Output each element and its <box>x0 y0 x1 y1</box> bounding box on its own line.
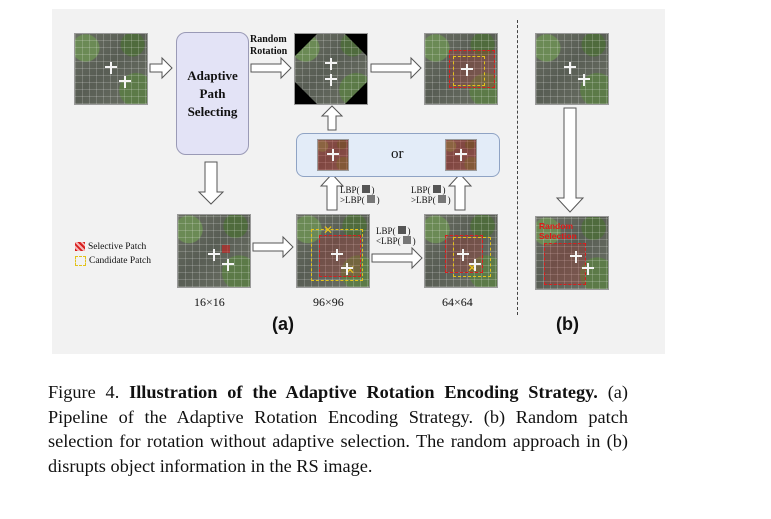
b-random-image: Random Selection <box>535 216 609 290</box>
input-image <box>74 33 148 105</box>
figure-caption: Figure 4. Illustration of the Adaptive R… <box>48 380 628 478</box>
lbp-text: <LBP( <box>376 236 401 246</box>
top-right-image <box>424 33 498 105</box>
lbp-text: LBP( <box>376 226 396 236</box>
image-64x64: ✕ <box>424 214 498 288</box>
arrow-up-3 <box>447 173 473 211</box>
legend-candidate: Candidate Patch <box>75 254 151 268</box>
rotated-image <box>294 33 368 105</box>
or-patch-right <box>445 139 477 171</box>
legend-selective-text: Selective Patch <box>88 242 147 252</box>
random-rotation-label: Random Rotation <box>250 34 288 57</box>
or-label: or <box>391 146 404 162</box>
or-box: or <box>296 133 500 177</box>
label-a: (a) <box>272 314 294 334</box>
lbp-text: >LBP( <box>340 195 365 205</box>
lbp-mid: LBP() <LBP() <box>376 226 416 246</box>
arrow-up-2 <box>319 173 345 211</box>
lbp-text: ) <box>442 185 446 195</box>
lbp-text: ) <box>407 226 411 236</box>
lbp-left: LBP() >LBP() <box>340 185 380 205</box>
adaptive-path-selecting-box: Adaptive Path Selecting <box>176 32 249 155</box>
lbp-text: ) <box>447 195 451 205</box>
lbp-text: LBP( <box>340 185 360 195</box>
lbp-text: ) <box>412 236 416 246</box>
arrow-down-2 <box>555 107 585 213</box>
arrow-right-4 <box>252 235 294 259</box>
divider <box>517 20 518 315</box>
size-96-label: 96×96 <box>313 295 344 309</box>
caption-rest: (a) Pipeline of the Adaptive Rotation En… <box>48 382 628 476</box>
legend-selective: Selective Patch <box>75 240 151 254</box>
arrow-up-1 <box>320 105 344 131</box>
image-16x16 <box>177 214 251 288</box>
arrow-right-5 <box>371 246 423 270</box>
random-selection-label: Random Selection <box>539 221 577 241</box>
image-96x96: ✕ ✕ <box>296 214 370 288</box>
caption-bold: Illustration of the Adaptive Rotation En… <box>129 382 598 402</box>
legend: Selective Patch Candidate Patch <box>75 240 151 268</box>
lbp-text: ) <box>376 195 380 205</box>
legend-candidate-text: Candidate Patch <box>89 256 151 266</box>
aps-label: Adaptive Path Selecting <box>187 67 238 119</box>
caption-prefix: Figure 4. <box>48 382 130 402</box>
lbp-text: >LBP( <box>411 195 436 205</box>
label-b: (b) <box>556 314 579 334</box>
lbp-right: LBP() >LBP() <box>411 185 451 205</box>
arrow-right-2 <box>250 56 292 80</box>
arrow-down-1 <box>197 161 225 205</box>
arrow-right-1 <box>149 56 173 80</box>
size-64-label: 64×64 <box>442 295 473 309</box>
size-16-label: 16×16 <box>194 295 225 309</box>
b-input-image <box>535 33 609 105</box>
arrow-right-3 <box>370 56 422 80</box>
or-patch-left <box>317 139 349 171</box>
lbp-text: LBP( <box>411 185 431 195</box>
lbp-text: ) <box>371 185 375 195</box>
